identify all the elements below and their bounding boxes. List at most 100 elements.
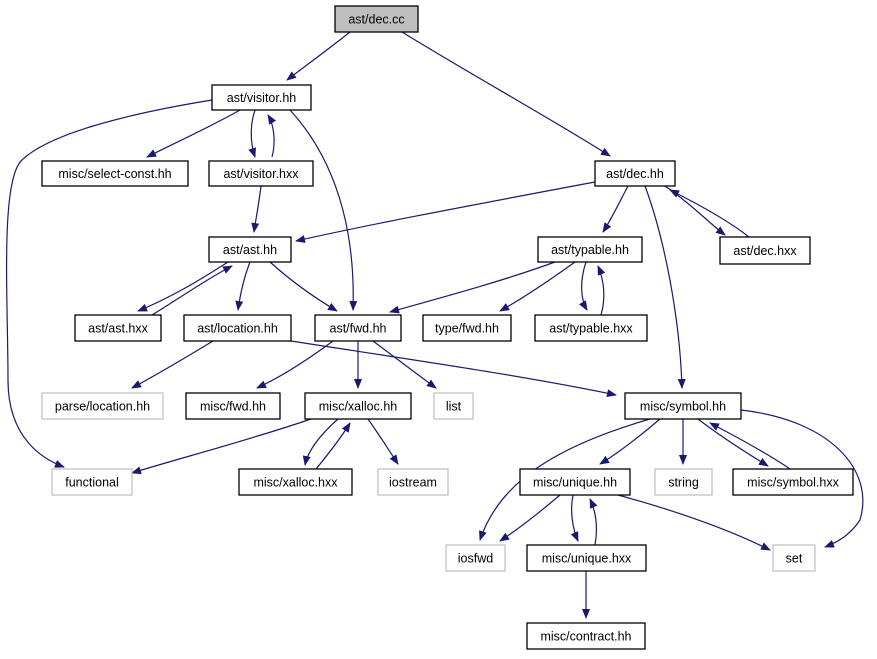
node-label: ast/fwd.hh (330, 322, 387, 336)
node-dec-cc[interactable]: ast/dec.cc (334, 5, 419, 33)
edge-symbol-hh-to-set (740, 409, 864, 548)
node-box (185, 392, 281, 420)
node-box (208, 236, 292, 263)
node-label: misc/fwd.hh (200, 400, 266, 414)
edge-xalloc-hxx-to-xalloc-hh (315, 422, 351, 470)
edge-dec-hh-to-symbol-hh (644, 185, 686, 389)
node-box (51, 468, 133, 496)
edge-symbol-hxx-to-symbol-hh (709, 422, 791, 470)
node-label: ast/visitor.hh (227, 91, 297, 105)
node-box (772, 544, 816, 572)
node-dec-hh[interactable]: ast/dec.hh (594, 160, 676, 187)
edge-dec-hxx-to-dec-hh (669, 189, 750, 238)
node-label: list (446, 400, 462, 414)
node-box (624, 392, 742, 420)
edge-symbol-hh-to-symbol-hxx (697, 418, 769, 467)
node-contract-hh[interactable]: misc/contract.hh (526, 622, 646, 650)
node-iostream[interactable]: iostream (377, 468, 449, 496)
node-label: ast/location.hh (197, 322, 278, 336)
node-box (594, 160, 676, 187)
edge-typable-hh-to-typable-hxx (579, 261, 588, 311)
node-label: functional (65, 476, 119, 490)
node-iosfwd[interactable]: iosfwd (445, 544, 506, 572)
edge-location-hh-to-parse-location-hh (131, 340, 214, 389)
node-label: ast/typable.hxx (549, 322, 633, 336)
edge-fwd-hh-to-list (372, 340, 437, 389)
node-box (445, 544, 506, 572)
node-ast-hh[interactable]: ast/ast.hh (208, 236, 292, 263)
node-label: parse/location.hh (55, 400, 150, 414)
node-typable-hh[interactable]: ast/typable.hh (537, 236, 643, 263)
edge-typable-hh-to-type-fwd-hh (499, 261, 576, 312)
edge-dec-cc-to-visitor-hh (286, 31, 351, 81)
node-select-const-hh[interactable]: misc/select-const.hh (41, 160, 189, 187)
node-symbol-hxx[interactable]: misc/symbol.hxx (732, 468, 854, 496)
edge-unique-hh-to-iosfwd (499, 494, 561, 542)
node-box (41, 392, 164, 420)
edge-xalloc-hh-to-xalloc-hxx (302, 418, 339, 466)
node-location-hh[interactable]: ast/location.hh (183, 314, 292, 342)
edges-layer (5, 31, 864, 619)
edge-unique-hh-to-set (617, 494, 771, 551)
node-label: misc/unique.hh (533, 476, 617, 490)
node-type-fwd-hh[interactable]: type/fwd.hh (422, 314, 512, 342)
edge-ast-hh-to-location-hh (235, 261, 251, 311)
nodes-layer: ast/dec.cc ast/visitor.hh ast/dec.hh misc/s… (41, 5, 854, 650)
node-label: misc/unique.hxx (542, 552, 632, 566)
edge-ast-hh-to-ast-hxx (137, 261, 229, 312)
node-box (238, 468, 353, 496)
node-string[interactable]: string (654, 468, 713, 496)
edge-ast-hxx-to-ast-hh (151, 265, 233, 316)
node-list[interactable]: list (433, 392, 474, 420)
edge-unique-hxx-to-unique-hh (589, 498, 598, 546)
node-label: type/fwd.hh (435, 322, 499, 336)
node-box (519, 468, 631, 496)
node-set[interactable]: set (772, 544, 816, 572)
node-unique-hxx[interactable]: misc/unique.hxx (526, 544, 647, 572)
node-label: misc/contract.hh (540, 630, 631, 644)
node-visitor-hh[interactable]: ast/visitor.hh (211, 84, 312, 111)
node-label: misc/xalloc.hxx (253, 476, 338, 490)
node-dec-hxx[interactable]: ast/dec.hxx (719, 236, 811, 265)
node-box (526, 544, 647, 572)
node-box (422, 314, 512, 342)
node-label: ast/visitor.hxx (223, 167, 299, 181)
edge-visitor-hxx-to-ast-hh (251, 185, 262, 233)
edge-visitor-hxx-to-visitor-hh (267, 114, 277, 158)
node-label: iosfwd (458, 552, 493, 566)
node-box (334, 5, 419, 33)
node-label: ast/ast.hh (223, 243, 277, 257)
node-box (732, 468, 854, 496)
edge-fwd-hh-to-misc-fwd-hh (256, 340, 334, 389)
node-fwd-hh[interactable]: ast/fwd.hh (314, 314, 402, 342)
edge-dec-cc-to-dec-hh (401, 31, 611, 157)
node-parse-location-hh[interactable]: parse/location.hh (41, 392, 164, 420)
node-visitor-hxx[interactable]: ast/visitor.hxx (208, 160, 314, 187)
node-label: misc/symbol.hh (640, 400, 726, 414)
node-functional[interactable]: functional (51, 468, 133, 496)
node-misc-fwd-hh[interactable]: misc/fwd.hh (185, 392, 281, 420)
node-unique-hh[interactable]: misc/unique.hh (519, 468, 631, 496)
node-box (719, 236, 811, 265)
node-xalloc-hxx[interactable]: misc/xalloc.hxx (238, 468, 353, 496)
edge-location-hh-to-symbol-hh (290, 340, 617, 398)
node-box (183, 314, 292, 342)
node-typable-hxx[interactable]: ast/typable.hxx (534, 314, 648, 342)
node-label: ast/typable.hh (551, 243, 629, 257)
node-box (74, 314, 162, 342)
node-label: ast/dec.cc (348, 13, 404, 27)
node-ast-hxx[interactable]: ast/ast.hxx (74, 314, 162, 342)
edge-ast-hh-to-fwd-hh (269, 261, 338, 312)
node-label: ast/ast.hxx (88, 322, 148, 336)
node-xalloc-hh[interactable]: misc/xalloc.hh (304, 392, 412, 420)
edge-typable-hh-to-fwd-hh (389, 261, 556, 314)
edge-visitor-hh-to-functional (5, 99, 213, 468)
node-box (654, 468, 713, 496)
edge-typable-hxx-to-typable-hh (597, 265, 606, 316)
node-symbol-hh[interactable]: misc/symbol.hh (624, 392, 742, 420)
node-box (526, 622, 646, 650)
node-box (211, 84, 312, 111)
edge-visitor-hh-to-fwd-hh (289, 109, 358, 311)
node-label: string (668, 476, 699, 490)
edge-xalloc-hh-to-iostream (367, 418, 399, 465)
